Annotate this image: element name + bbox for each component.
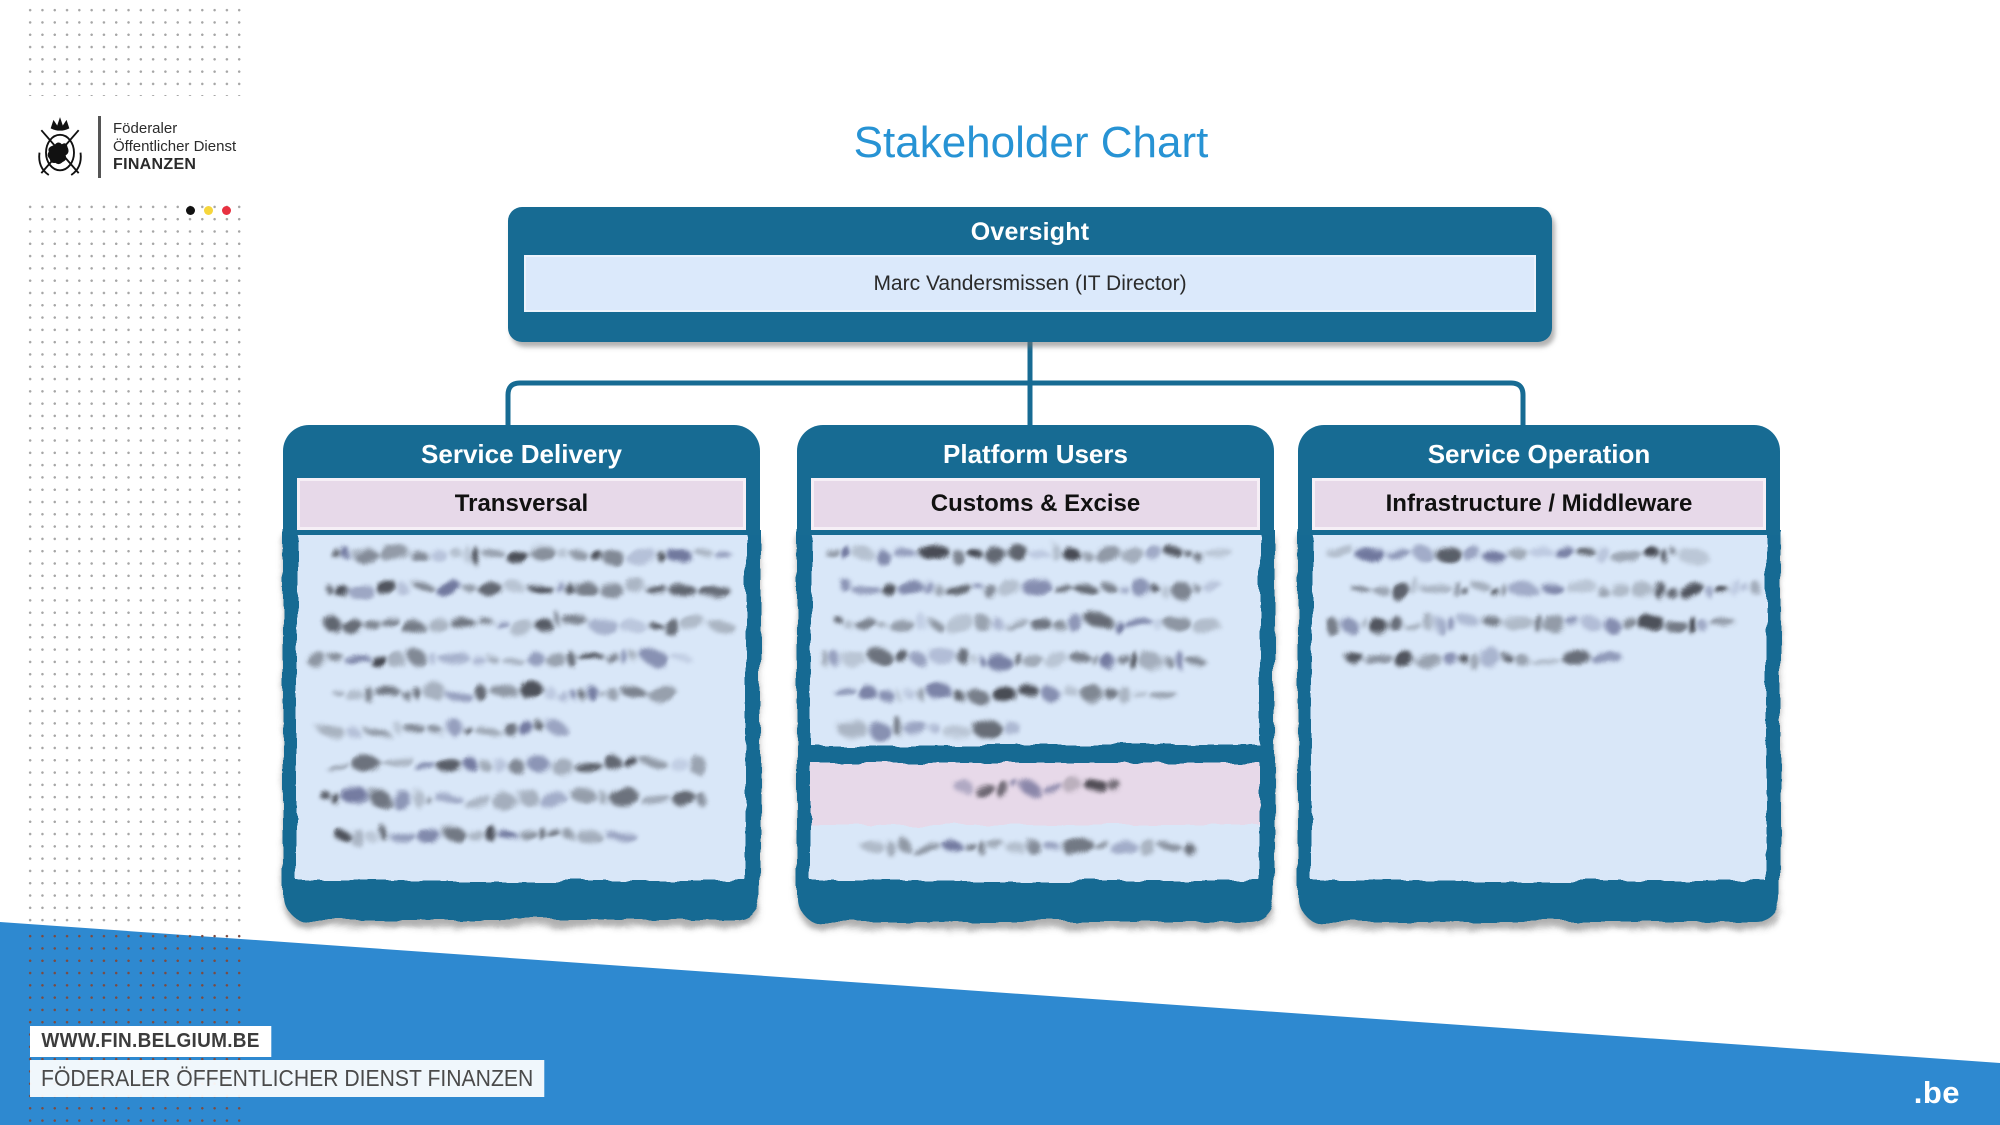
belgian-crest-icon: [38, 117, 82, 176]
group-service-delivery: Service Delivery Transversal: [283, 425, 760, 920]
oversight-title: Oversight: [970, 218, 1090, 246]
redacted-content-panel: [1312, 533, 1766, 881]
logo-divider: [98, 116, 101, 178]
team-band: Customs & Excise: [811, 478, 1260, 530]
logo-line1: Föderaler: [113, 120, 178, 137]
group-title: Service Delivery: [421, 439, 622, 469]
belgian-flag-dots: [186, 206, 231, 215]
group-platform-users-body: [797, 529, 1274, 922]
redacted-note-band: [811, 825, 1260, 881]
dot-be-logo: .be: [1913, 1075, 1960, 1110]
group-service-operation-header: Service Operation Infrastructure / Middl…: [1298, 425, 1780, 535]
group-platform-users: Platform Users Customs & Excise: [797, 425, 1274, 922]
redacted-pink-band: [811, 763, 1260, 825]
logo-line2: Öffentlicher Dienst: [113, 138, 237, 155]
page-title: Stakeholder Chart: [853, 118, 1209, 167]
logo-line3: FINANZEN: [113, 156, 197, 173]
logo-text: Föderaler Öffentlicher Dienst FINANZEN: [113, 120, 236, 174]
group-service-delivery-header: Service Delivery Transversal: [283, 425, 760, 535]
fod-finanzen-logo: Föderaler Öffentlicher Dienst FINANZEN: [24, 96, 262, 198]
group-platform-users-header: Platform Users Customs & Excise: [797, 425, 1274, 535]
flag-dot-black: [186, 206, 195, 215]
group-title: Service Operation: [1427, 439, 1651, 469]
team-band: Transversal: [297, 478, 746, 530]
redacted-content-panel: [297, 533, 746, 881]
team-band: Infrastructure / Middleware: [1312, 478, 1766, 530]
flag-dot-red: [222, 206, 231, 215]
group-service-operation: Service Operation Infrastructure / Middl…: [1298, 425, 1780, 922]
flag-dot-yellow: [204, 206, 213, 215]
footer-website-label: WWW.FIN.BELGIUM.BE: [30, 1026, 272, 1057]
redacted-content-panel: [811, 533, 1260, 745]
group-service-operation-body: [1298, 529, 1780, 922]
oversight-box: Oversight Marc Vandersmissen (IT Directo…: [508, 207, 1552, 342]
group-service-delivery-body: [283, 529, 760, 920]
footer-department-label: FÖDERALER ÖFFENTLICHER DIENST FINANZEN: [30, 1060, 545, 1097]
group-title: Platform Users: [943, 439, 1128, 469]
oversight-member: Marc Vandersmissen (IT Director): [524, 255, 1536, 312]
